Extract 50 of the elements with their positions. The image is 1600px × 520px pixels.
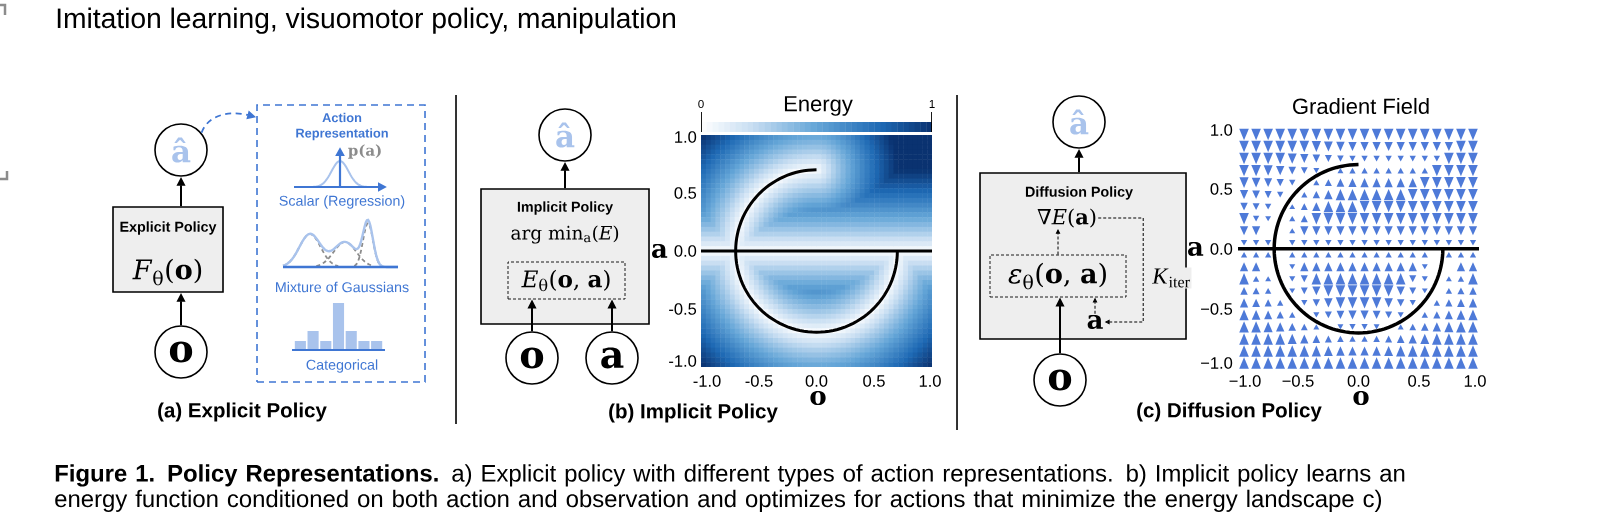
- tick-label: 0.0: [1210, 243, 1233, 255]
- colorbar-tick-label: 1: [929, 100, 935, 108]
- dashed-arrow: [1097, 217, 1144, 325]
- tick-label: -1.0: [693, 375, 721, 387]
- circle-node: o: [154, 325, 208, 379]
- tick-label: 0.0: [1347, 375, 1370, 387]
- circle-node: o: [1033, 353, 1087, 407]
- tick-label: 0.5: [863, 375, 885, 387]
- subfigure-caption: (c) Diffusion Policy: [1137, 402, 1322, 422]
- axis-label: o: [1353, 390, 1369, 406]
- tick-label: 1.0: [675, 131, 697, 143]
- tick-label: 1.0: [1464, 375, 1486, 387]
- tick-label: −1.0: [1201, 357, 1233, 369]
- tick-label: 1.0: [1211, 124, 1233, 136]
- dashed-arrow: [1055, 229, 1061, 256]
- formula: ∇E(a): [1037, 208, 1096, 228]
- circle-node: o: [505, 331, 559, 385]
- tick-label: -0.5: [669, 303, 697, 315]
- tick-label: −0.5: [1282, 375, 1314, 387]
- dashed-box: Action Representation p(a) Scalar (Regression) Mixture of Gaussians Categorical: [256, 104, 426, 383]
- tick-label: 0.5: [1408, 375, 1430, 387]
- body-text: Imitation learning, visuomotor policy, manipulation: [57, 7, 675, 34]
- colorbar-tick-label: 0: [698, 99, 704, 109]
- axis-label: o: [810, 390, 826, 406]
- axis-label: a: [652, 243, 668, 259]
- tick-label: 1.0: [919, 375, 941, 387]
- tick-label: 0.5: [674, 187, 697, 199]
- subfigure-caption: (a) Explicit Policy: [158, 402, 327, 422]
- edge-label: K$_{iter}$: [1151, 267, 1192, 289]
- tick-label: 0.0: [674, 245, 697, 257]
- axis-label: a: [1188, 241, 1204, 257]
- dashed-arrow: [1092, 298, 1098, 315]
- tick-label: −0.5: [1201, 303, 1233, 315]
- circle-node: â: [538, 108, 592, 162]
- circle-node: a: [585, 331, 639, 385]
- tick-label: -1.0: [669, 355, 697, 367]
- circle-node: â: [154, 123, 208, 177]
- circle-node: â: [1052, 95, 1106, 149]
- subfigure-caption: (b) Implicit Policy: [609, 403, 778, 423]
- tick-label: 0.5: [1210, 183, 1233, 195]
- dashed-box: E$_{θ}$(o, a): [507, 261, 626, 300]
- variable-label: a: [1087, 314, 1103, 330]
- policy-box: Explicit Policy F$_{θ}$(o): [112, 206, 224, 293]
- tick-label: -0.5: [745, 375, 773, 387]
- tick-label: −1.0: [1229, 375, 1261, 387]
- figure-caption: Figure 1. Policy Representations. a) Explicit policy with different types of action representations. b) Implicit policy learns an energy function conditioned on both action and observation and optimizes for actions that minimize the energy landscape c): [55, 464, 1405, 512]
- dashed-box: ε$_{θ}$(o, a): [989, 254, 1127, 298]
- tick-label: 0.0: [805, 375, 828, 387]
- colorbar-title: Energy: [784, 96, 853, 116]
- plot-title: Gradient Field: [1293, 97, 1429, 115]
